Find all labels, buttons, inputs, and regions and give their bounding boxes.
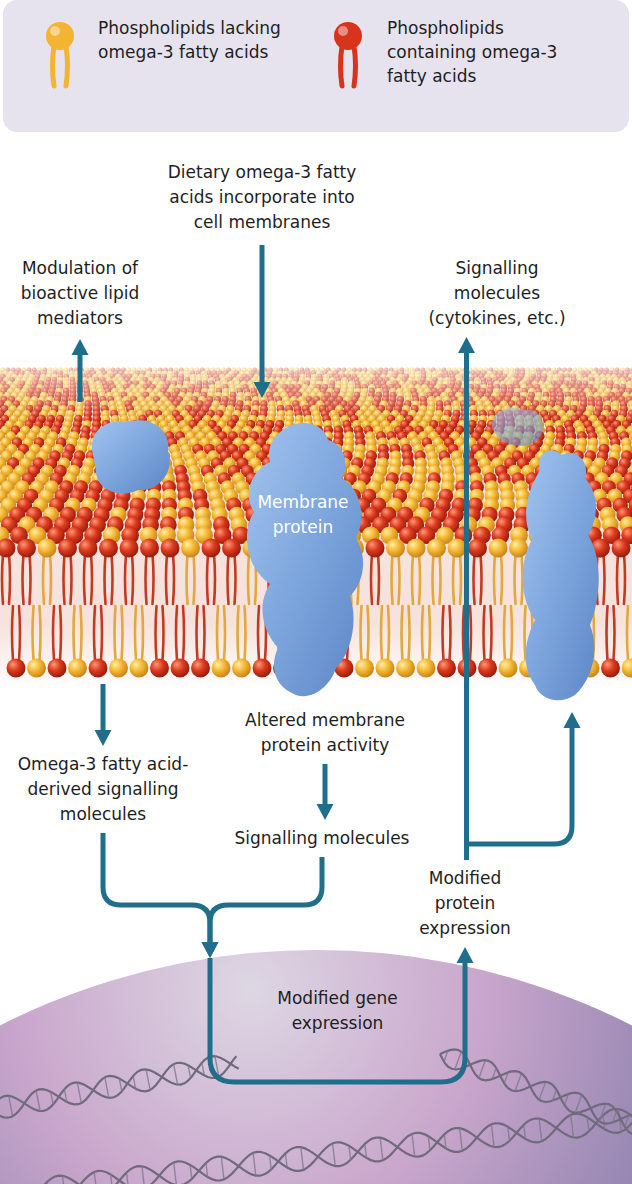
phospholipid-tail [627, 606, 632, 660]
phospholipid-tail [74, 606, 82, 660]
phospholipid-tail [207, 554, 215, 604]
phospholipid-tail [197, 606, 205, 660]
phospholipid-tail [187, 554, 195, 604]
phospholipid-tail [484, 606, 492, 660]
phospholipid-tail [443, 606, 451, 660]
phospholipid-tail [228, 554, 236, 604]
phospholipid-tail [33, 606, 41, 660]
phospholipid-tail [94, 606, 102, 660]
phospholipid-tail [217, 606, 225, 660]
phospholipid-tail [84, 554, 92, 604]
phospholipid-tail [238, 606, 246, 660]
phospholipid-tail [135, 606, 143, 660]
phospholipid-tail [23, 554, 31, 604]
phospholipid-tail [504, 606, 512, 660]
phospholipid-tail [381, 606, 389, 660]
phospholipid-tail [12, 606, 20, 660]
phospholipid-tail [361, 606, 369, 660]
phospholipid-tail [43, 554, 51, 604]
phospholipid-tail [402, 606, 410, 660]
phospholipid-tail [156, 606, 164, 660]
phospholipid-tail [105, 554, 113, 604]
phospholipid-tail [125, 554, 133, 604]
phospholipid-tail [115, 606, 123, 660]
phospholipid-tail [166, 554, 174, 604]
phospholipid-tail [146, 554, 154, 604]
phospholipid-tail [2, 554, 10, 604]
phospholipid-tail [64, 554, 72, 604]
phospholipid-tail [53, 606, 61, 660]
phospholipid-tail [176, 606, 184, 660]
phospholipid-tail [607, 606, 615, 660]
phospholipid-tail [422, 606, 430, 660]
phospholipid-head [631, 377, 632, 383]
